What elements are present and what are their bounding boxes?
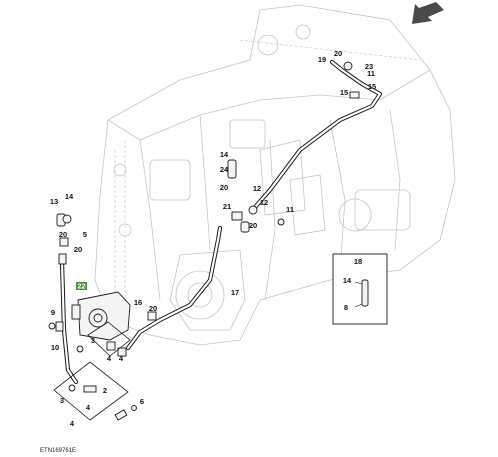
callout-label: 14 [343, 276, 352, 285]
callout-label: 12 [253, 184, 261, 193]
callout-label: 17 [231, 288, 239, 297]
callout-label: 23 [365, 62, 373, 71]
callout-label: 2 [103, 386, 107, 395]
hose-upper [253, 59, 383, 209]
callout-label: 13 [50, 197, 58, 206]
hose-middle [125, 225, 223, 351]
callout-label: 20 [220, 183, 228, 192]
callout-label: 20 [249, 221, 257, 230]
callout-label: 11 [286, 205, 294, 214]
fittings [48, 61, 360, 421]
callout-label: 20 [334, 49, 342, 58]
callout-label: 20 [59, 230, 67, 239]
callout-label: 14 [220, 150, 229, 159]
callout-label: 19 [318, 55, 326, 64]
callout-label: 21 [223, 202, 231, 211]
arrow-down-left-icon [412, 2, 444, 24]
callout-label: 8 [344, 303, 348, 312]
highlight-22: 22 [76, 282, 87, 291]
callout-label: 12 [260, 198, 268, 207]
callout-label: 3 [91, 336, 95, 345]
highlight-label: 22 [77, 282, 85, 291]
detail-box: 18 [332, 253, 388, 325]
callout-label: 15 [340, 88, 348, 97]
callout-label: 4 [70, 419, 75, 428]
callout-label: 4 [119, 354, 124, 363]
tractor-housing-outline [94, 4, 456, 346]
callout-label: 10 [51, 343, 59, 352]
detail-box-title: 18 [354, 257, 362, 266]
kit-box-lower [53, 361, 129, 421]
callout-label: 4 [107, 354, 112, 363]
callout-label: 20 [149, 304, 157, 313]
callout-label: 11 [367, 69, 375, 78]
kit-box-mid [87, 321, 131, 357]
callout-label: 14 [65, 192, 74, 201]
callout-label: 4 [86, 403, 91, 412]
callout-label: 20 [74, 245, 82, 254]
callout-label: 3 [60, 396, 64, 405]
callout-label: 24 [220, 165, 229, 174]
callout-label: 9 [51, 308, 55, 317]
pump-assembly [71, 291, 131, 341]
callout-label: 16 [134, 298, 142, 307]
callout-label: 15 [368, 82, 376, 91]
figure-id: ETN169761E [40, 448, 76, 454]
callout-label: 6 [140, 397, 144, 406]
callout-label: 5 [83, 230, 87, 239]
